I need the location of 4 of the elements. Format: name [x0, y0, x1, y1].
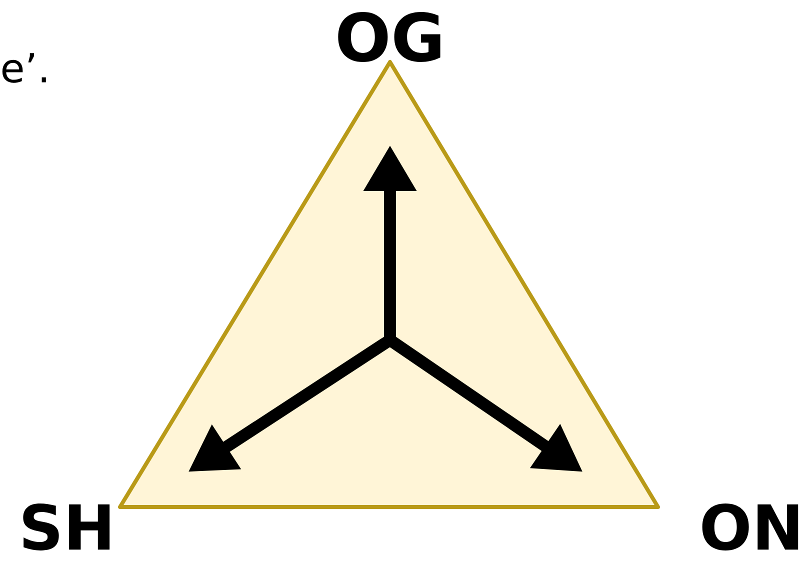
- vertex-label: SH: [23, 504, 110, 550]
- vertex-label: OG: [338, 12, 440, 62]
- vertex-label: ON: [702, 504, 798, 550]
- text-fragment: e’.: [2, 53, 46, 83]
